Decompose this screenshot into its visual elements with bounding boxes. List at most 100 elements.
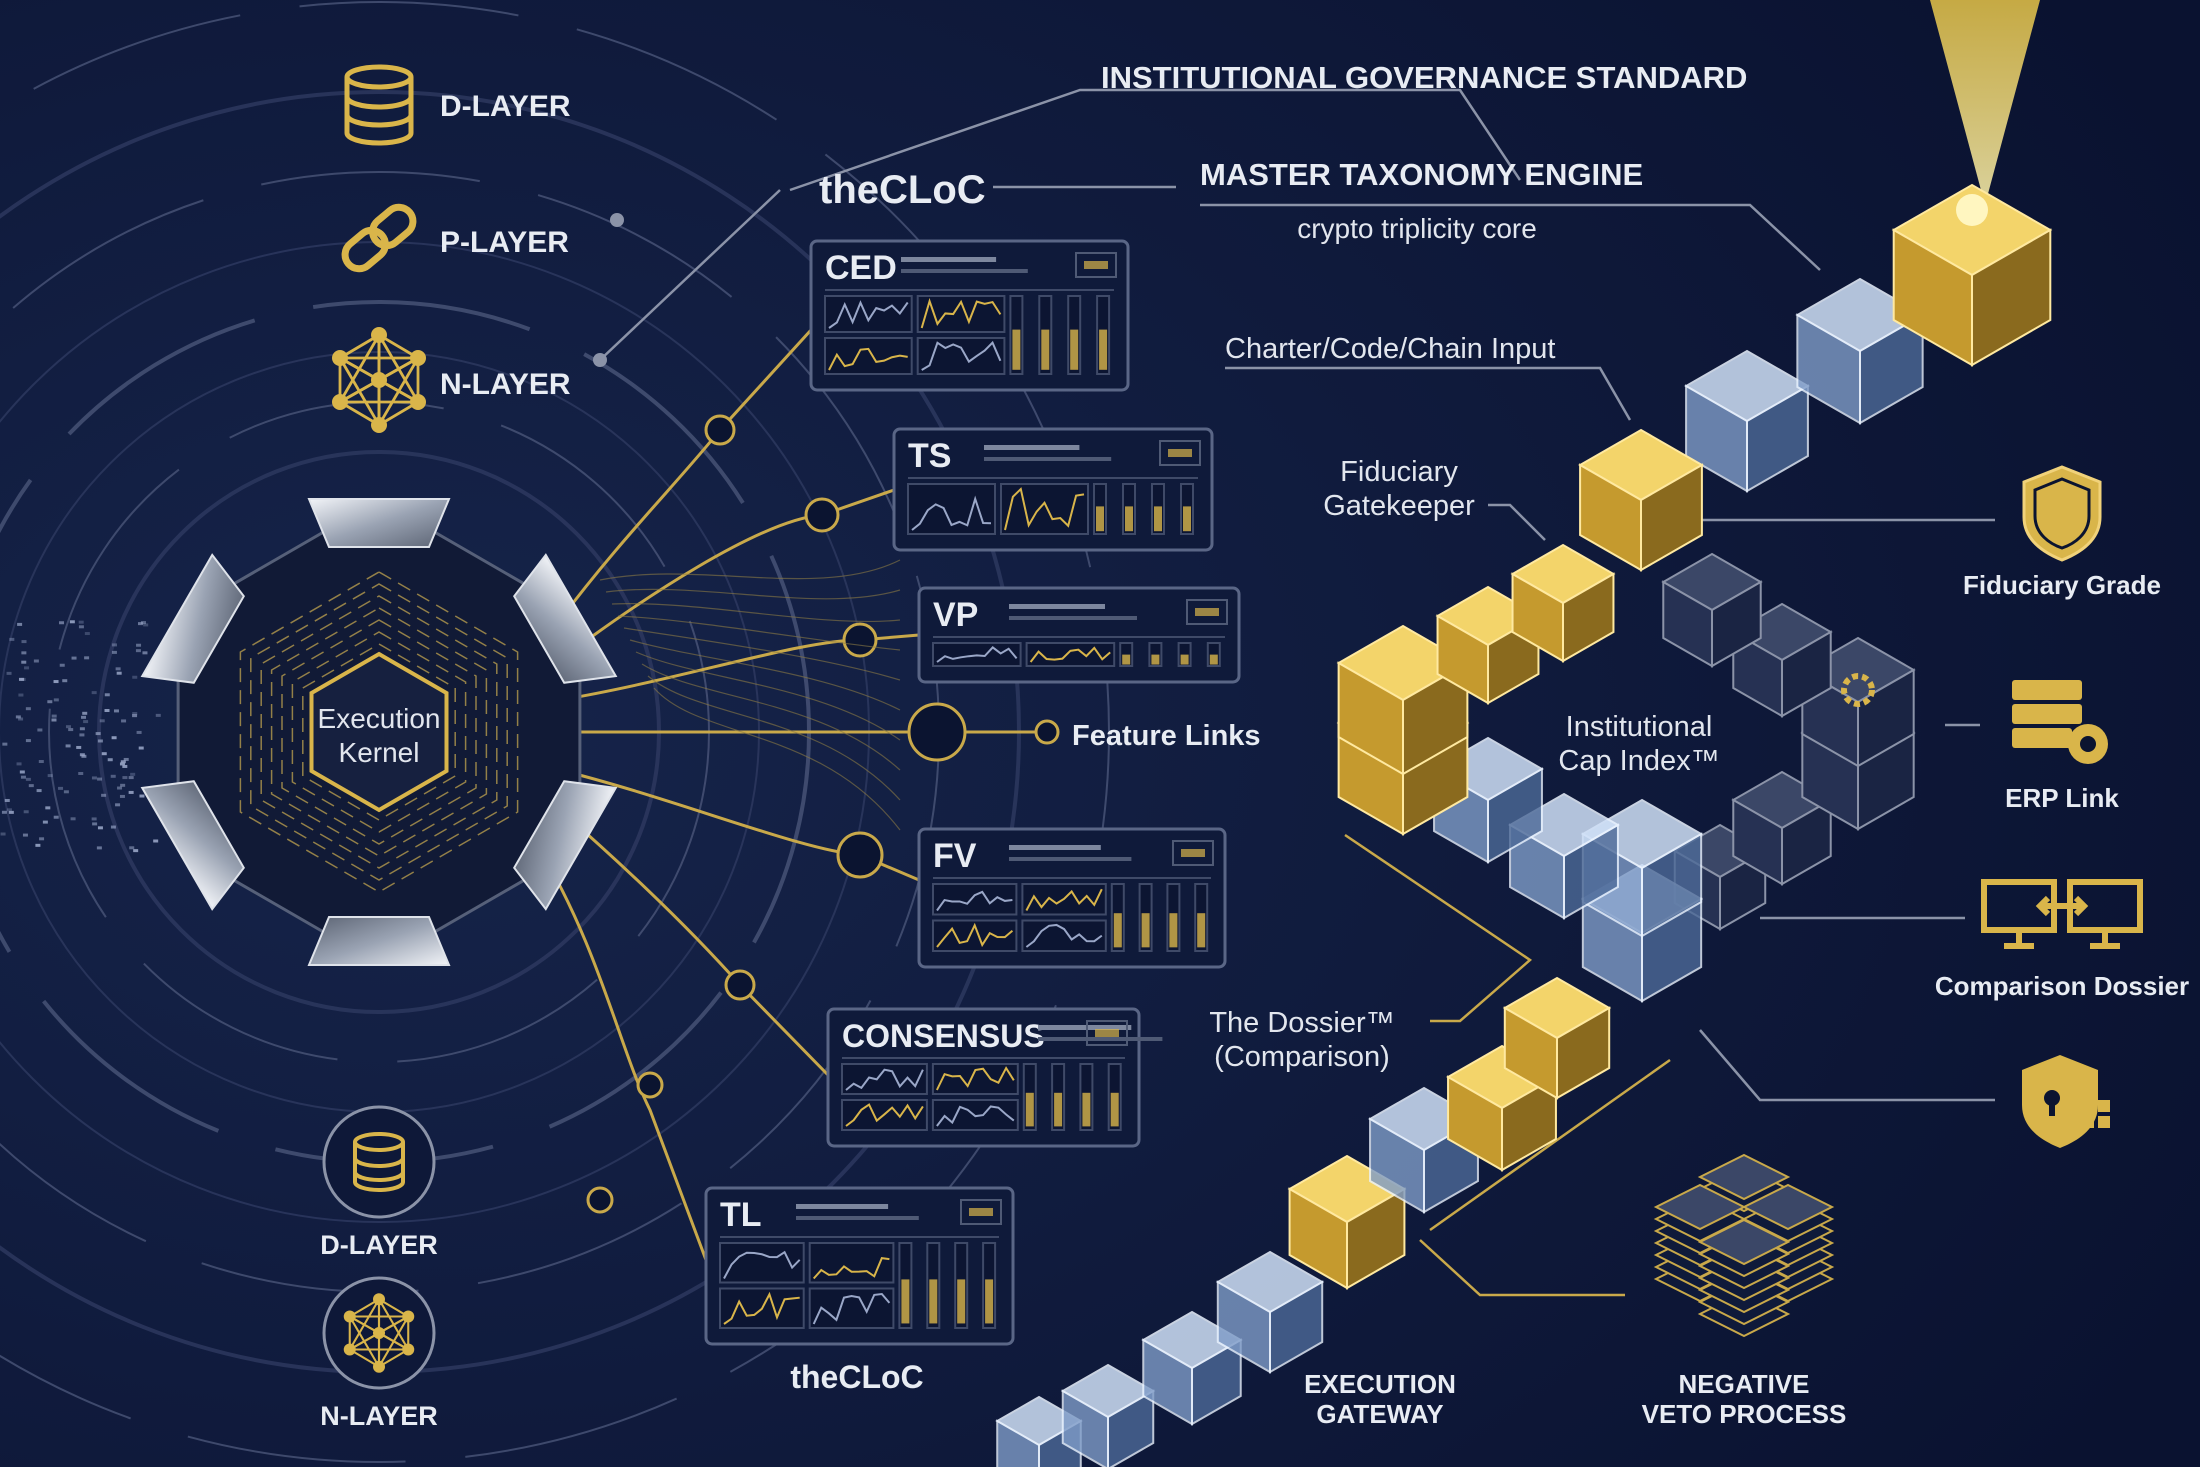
veto-label-2: VETO PROCESS (1642, 1399, 1847, 1429)
data-particle (79, 733, 84, 736)
kernel-label-2: Kernel (339, 737, 420, 768)
data-particle (132, 676, 137, 679)
data-particle (78, 772, 83, 775)
data-particle (9, 811, 14, 814)
panel-widget (1001, 484, 1088, 534)
data-particle (62, 679, 67, 682)
data-particle (82, 712, 87, 715)
data-particle (7, 808, 12, 811)
data-particle (21, 651, 26, 654)
panel-title: CONSENSUS (842, 1018, 1045, 1054)
data-particle (121, 760, 126, 763)
panel-meter-fill (1012, 330, 1020, 370)
panel-title: TS (908, 437, 951, 475)
layer-n-bottom (324, 1278, 434, 1388)
data-particle (122, 765, 127, 768)
data-particle (116, 667, 121, 670)
panel-meter-fill (957, 1279, 965, 1323)
data-particle (139, 795, 144, 798)
layer-d-bottom (324, 1107, 434, 1217)
data-particle (21, 661, 26, 664)
data-particle (100, 719, 105, 722)
data-particle (117, 672, 122, 675)
network-node (373, 1293, 385, 1305)
data-particle (18, 717, 23, 720)
panel-title: FV (933, 837, 977, 875)
panel-meter-fill (1125, 506, 1133, 531)
data-particle (122, 776, 127, 779)
network-node (373, 1361, 385, 1373)
data-particle (2, 743, 7, 746)
network-node (402, 1311, 414, 1323)
data-particle (76, 746, 81, 749)
panel-meter-fill (1070, 330, 1078, 370)
panel-meter-fill (1041, 330, 1049, 370)
data-particle (84, 656, 89, 659)
data-particle (24, 810, 29, 813)
icon-label: Fiduciary Grade (1963, 570, 2161, 600)
cube-glow (1956, 194, 1988, 226)
circuit-node (838, 833, 882, 877)
data-particle (43, 821, 48, 824)
data-particle (98, 739, 103, 742)
data-particle (153, 839, 158, 842)
panel-text-line (984, 457, 1111, 461)
circuit-node (726, 971, 754, 999)
data-particle (92, 822, 97, 825)
data-particle (45, 806, 50, 809)
data-particle (105, 693, 110, 696)
panel-widget (842, 1064, 927, 1094)
data-particle (24, 666, 29, 669)
data-particle (64, 790, 69, 793)
panel-text-line (1009, 616, 1137, 620)
panel-meter-fill (1114, 913, 1122, 947)
circuit-node (909, 704, 965, 760)
panel-ced: CED (811, 241, 1128, 390)
data-particle (120, 795, 125, 798)
layer-label: P-LAYER (440, 226, 569, 259)
panel-meter-fill (1181, 655, 1189, 665)
network-node (371, 372, 387, 388)
panel-meter-fill (1142, 913, 1150, 947)
panel-badge-fill (1168, 449, 1192, 457)
data-particle (139, 747, 144, 750)
data-particle (129, 776, 134, 779)
data-particle (132, 714, 137, 717)
input-label: Charter/Code/Chain Input (1225, 333, 1555, 365)
panel-widget (908, 484, 995, 534)
circuit-node (638, 1073, 662, 1097)
panel-meter-fill (1026, 1093, 1034, 1127)
circuit-node (806, 499, 838, 531)
panel-text-line (1009, 845, 1101, 850)
data-particle (142, 651, 147, 654)
thecloc-bottom-label: theCLoC (790, 1359, 923, 1395)
data-particle (136, 644, 141, 647)
data-particle (54, 816, 59, 819)
data-particle (66, 744, 71, 747)
panel-badge-fill (1084, 261, 1108, 269)
armor-plate (309, 499, 449, 547)
data-particle (21, 776, 26, 779)
data-particle (111, 775, 116, 778)
gateway-label-2: GATEWAY (1316, 1399, 1443, 1429)
data-particle (48, 774, 53, 777)
data-particle (17, 762, 22, 765)
data-particle (112, 651, 117, 654)
data-particle (22, 640, 27, 643)
panel-badge-fill (1095, 1029, 1119, 1037)
data-particle (39, 837, 44, 840)
panel-text-line (984, 445, 1079, 450)
panel-meter-fill (1154, 506, 1162, 531)
node-dot (610, 213, 624, 227)
panel-badge-fill (1181, 849, 1205, 857)
thecloc-title: theCLoC (819, 168, 986, 212)
layer-label: D-LAYER (440, 90, 571, 123)
data-particle (20, 770, 25, 773)
cap-index-label-2: Cap Index™ (1558, 745, 1719, 777)
data-particle (2, 811, 7, 814)
data-particle (29, 784, 34, 787)
data-particle (52, 715, 57, 718)
panel-meter-fill (901, 1279, 909, 1323)
data-particle (105, 709, 110, 712)
